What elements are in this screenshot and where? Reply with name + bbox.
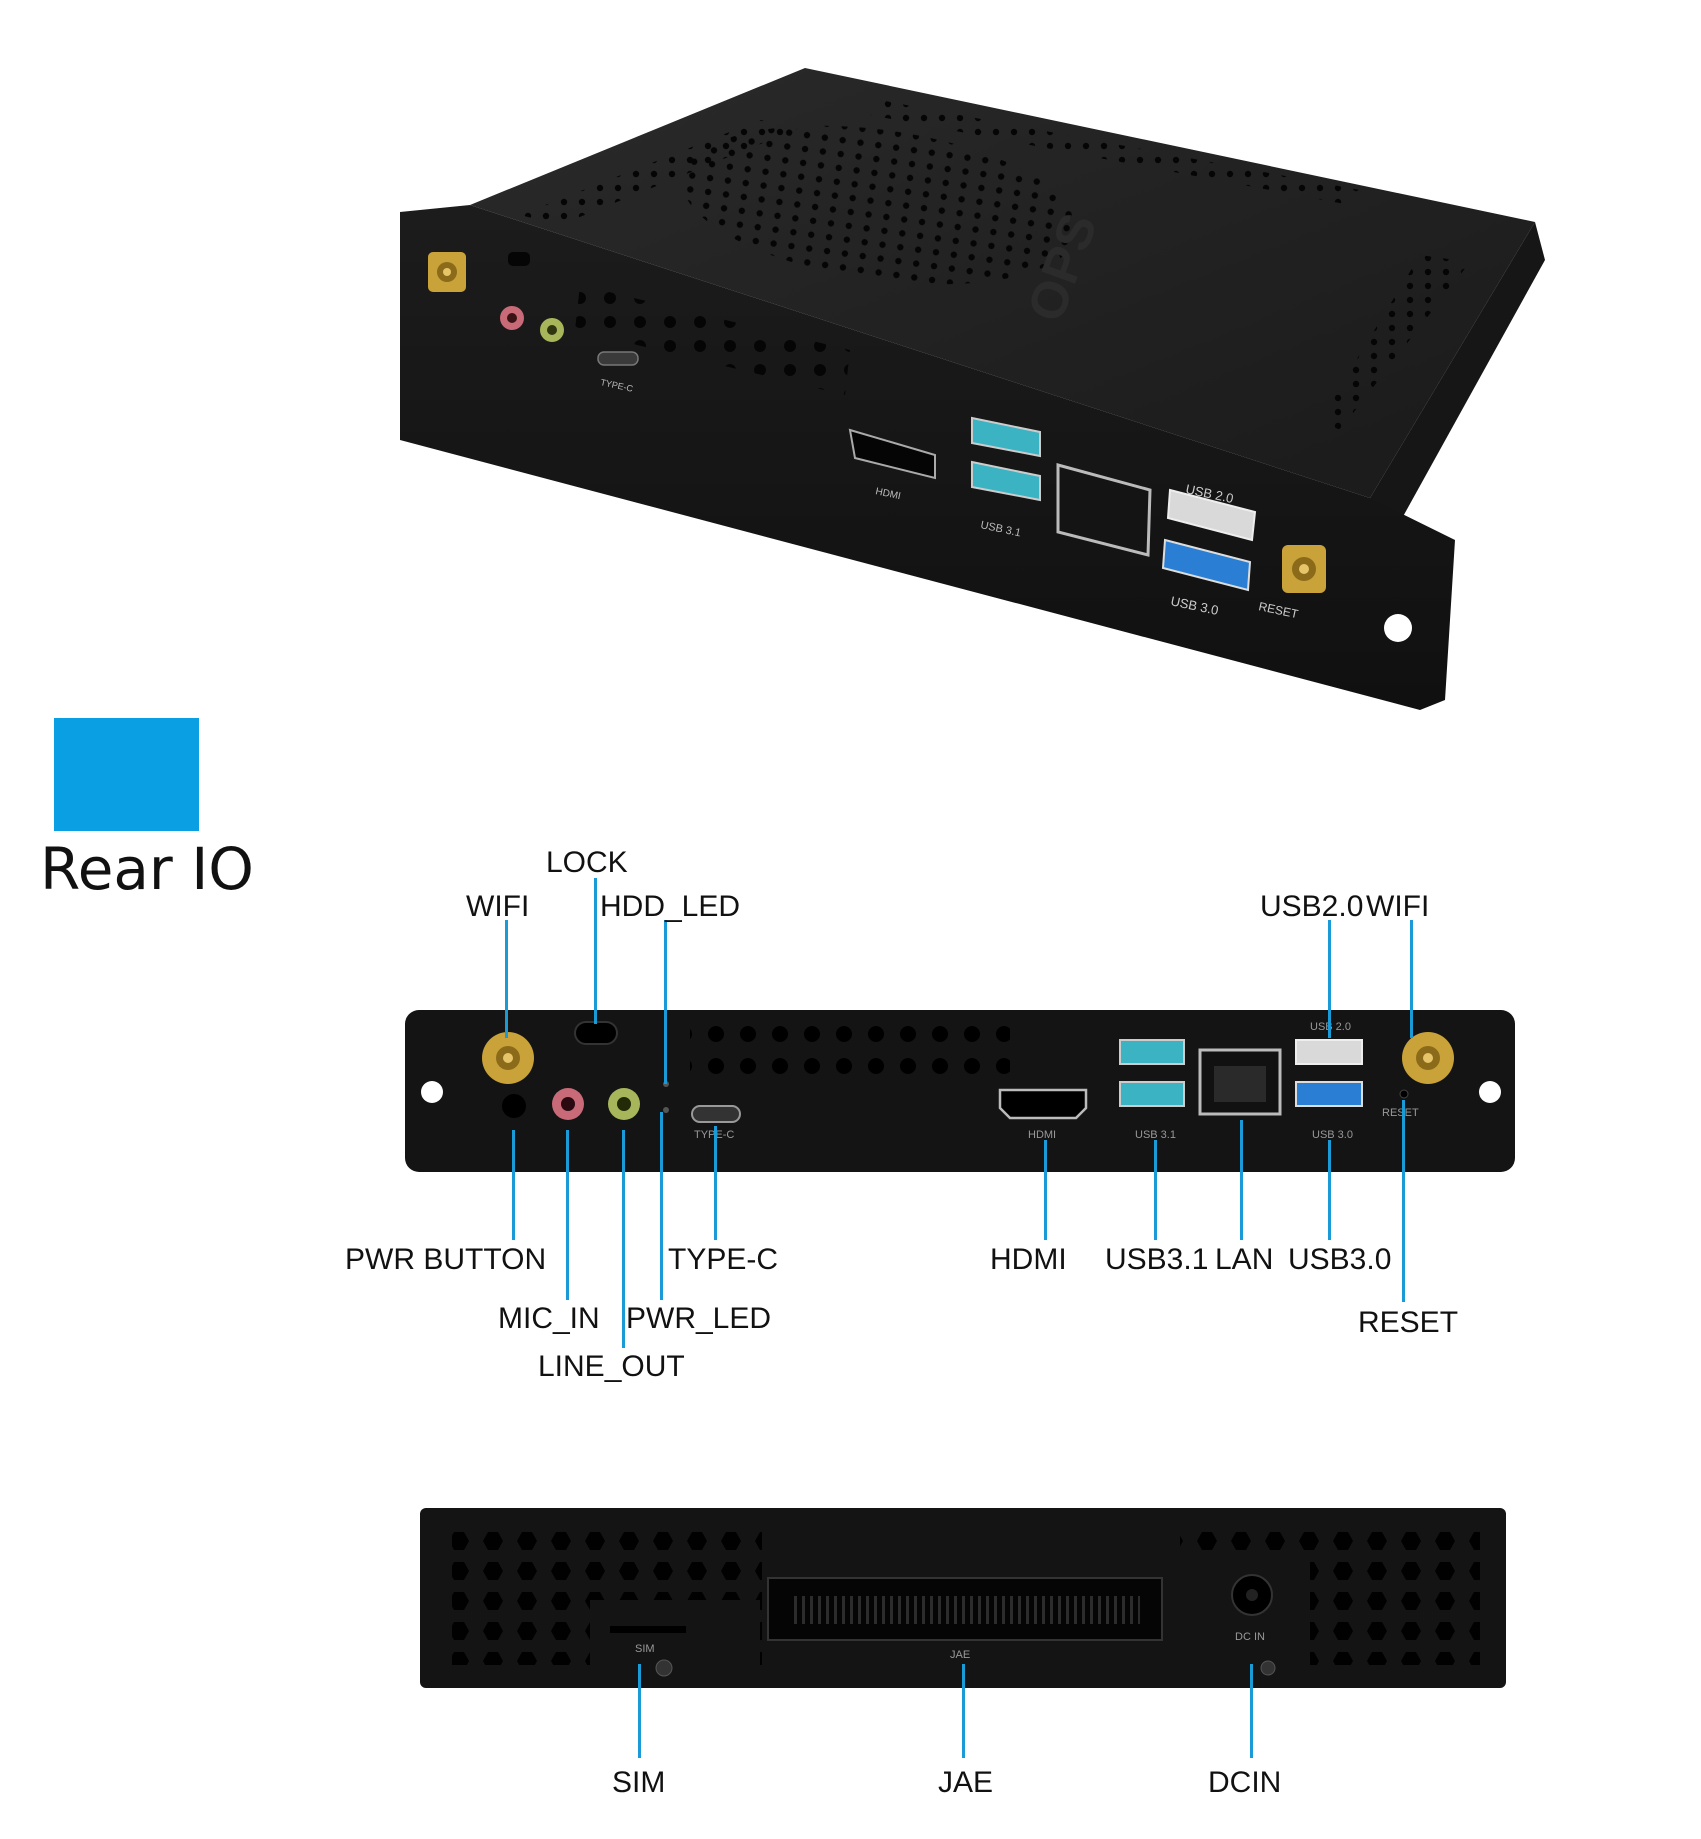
usb30-port — [1295, 1081, 1363, 1107]
usb31-port-bottom — [1119, 1081, 1185, 1107]
type-c-port — [691, 1105, 741, 1123]
lan-port — [1056, 463, 1152, 557]
mounting-hole-right — [1479, 1081, 1501, 1103]
wifi-antenna-left — [482, 1032, 534, 1084]
type-c-port — [597, 351, 639, 366]
hdmi-port — [998, 1088, 1088, 1120]
label-reset: RESET — [1358, 1306, 1459, 1339]
rear-vent-holes — [690, 1022, 1010, 1078]
front-vent-row — [575, 285, 850, 395]
jae-print: JAE — [950, 1649, 970, 1661]
label-wifi-left: WIFI — [466, 890, 530, 923]
label-wifi-right: WIFI — [1366, 890, 1430, 923]
leader-line-wifi-left — [505, 920, 508, 1038]
label-usb20: USB2.0 — [1260, 890, 1364, 923]
leader-line-hdmi — [1044, 1140, 1047, 1240]
wifi-antenna-right — [1402, 1032, 1454, 1084]
leader-line-sim — [638, 1664, 641, 1758]
top-vent-row — [870, 100, 1360, 205]
dc-in-screw — [1260, 1660, 1276, 1676]
usb30-print: USB 3.0 — [1312, 1129, 1353, 1141]
reset-pinhole — [1399, 1089, 1409, 1099]
label-lan: LAN — [1215, 1243, 1274, 1276]
leader-line-type-c — [714, 1126, 717, 1240]
label-pwr-button: PWR BUTTON — [345, 1243, 547, 1276]
wifi-antenna-right — [1282, 545, 1326, 593]
pwr-led — [663, 1107, 669, 1113]
sim-print: SIM — [635, 1643, 655, 1655]
usb20-port — [1295, 1039, 1363, 1065]
label-hdd-led: HDD_LED — [600, 890, 741, 923]
leader-line-mic-in — [566, 1130, 569, 1300]
leader-line-reset — [1402, 1100, 1405, 1302]
label-usb30: USB3.0 — [1288, 1243, 1392, 1276]
hdmi-print: HDMI — [1028, 1129, 1056, 1141]
mounting-hole — [1384, 614, 1412, 642]
leader-line-pwr-led — [660, 1112, 663, 1300]
reset-print: RESET — [1382, 1107, 1419, 1119]
label-hdmi: HDMI — [990, 1243, 1067, 1276]
side-vent-row — [1320, 255, 1470, 430]
leader-line-usb30 — [1328, 1140, 1331, 1240]
section-title: Rear IO — [40, 835, 254, 903]
leader-line-jae — [962, 1664, 965, 1758]
lock-slot — [508, 252, 530, 266]
dc-in-print: DC IN — [1235, 1631, 1265, 1643]
usb31-print: USB 3.1 — [1135, 1129, 1176, 1141]
usb31-port-top — [1119, 1039, 1185, 1065]
sim-screw — [655, 1659, 673, 1677]
sim-slot — [610, 1626, 686, 1633]
fan-grille — [681, 125, 1079, 285]
label-sim: SIM — [612, 1766, 666, 1799]
leader-line-wifi-right — [1410, 920, 1413, 1038]
mounting-hole-left — [421, 1081, 443, 1103]
label-usb31: USB3.1 — [1105, 1243, 1209, 1276]
leader-line-pwr-button — [512, 1130, 515, 1240]
leader-line-hdd-led — [664, 920, 667, 1084]
leader-line-usb31 — [1154, 1140, 1157, 1240]
section-color-swatch — [54, 718, 199, 831]
leader-line-usb20 — [1328, 920, 1331, 1038]
label-line-out: LINE_OUT — [538, 1350, 685, 1383]
hdmi-print: HDMI — [874, 486, 901, 502]
wifi-antenna-left — [428, 252, 466, 292]
leader-line-lan — [1240, 1120, 1243, 1240]
label-jae: JAE — [938, 1766, 994, 1799]
leader-line-line-out — [622, 1130, 625, 1348]
usb31-port — [971, 460, 1041, 502]
leader-line-dcin — [1250, 1664, 1253, 1758]
label-mic-in: MIC_IN — [498, 1302, 600, 1335]
label-lock: LOCK — [546, 846, 628, 879]
label-pwr-led: PWR_LED — [626, 1302, 772, 1335]
label-type-c: TYPE-C — [668, 1243, 779, 1276]
power-button — [502, 1094, 526, 1118]
usb20-port — [1166, 488, 1257, 542]
usb30-port — [1161, 538, 1252, 592]
usb31-port — [971, 416, 1041, 458]
label-dcin: DCIN — [1208, 1766, 1282, 1799]
leader-line-lock — [594, 878, 597, 1024]
chassis-side-face — [1370, 222, 1545, 540]
hdmi-port — [848, 428, 936, 480]
